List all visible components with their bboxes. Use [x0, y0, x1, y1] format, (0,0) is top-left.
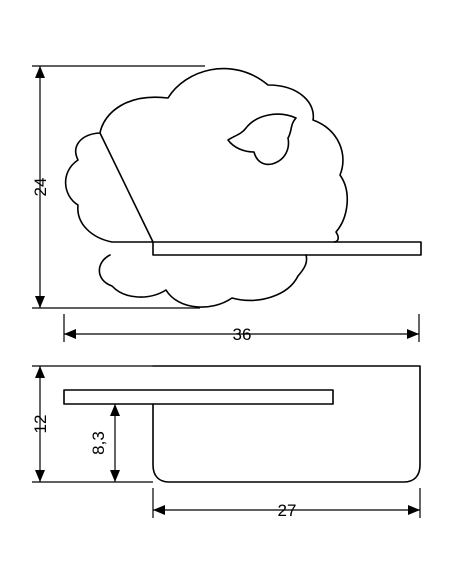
cloud-bottom-outline — [98, 254, 308, 308]
arrow-up-icon — [35, 366, 45, 378]
shelf-height-dimension: 8,3 — [89, 404, 120, 482]
arrow-right-icon — [407, 329, 419, 339]
front-width-label: 36 — [233, 325, 252, 344]
front-shelf — [152, 241, 422, 256]
arrow-left-icon — [64, 329, 76, 339]
arrow-down-icon — [35, 296, 45, 308]
shelf-height-label: 8,3 — [89, 431, 108, 455]
front-height-label: 24 — [31, 178, 50, 197]
arrow-right-icon — [408, 505, 420, 515]
front-width-dimension: 36 — [63, 314, 420, 344]
side-depth-dimension: 27 — [152, 488, 421, 520]
arrow-up-icon — [35, 66, 45, 78]
arrow-down-icon — [110, 470, 120, 482]
side-shelf — [63, 389, 334, 405]
arrow-left-icon — [153, 505, 165, 515]
arrow-down-icon — [35, 470, 45, 482]
side-box-outline — [152, 365, 421, 483]
front-view: 24 36 — [31, 65, 422, 344]
front-height-dimension: 24 — [31, 65, 205, 309]
side-height-label: 12 — [31, 415, 50, 434]
side-depth-label: 27 — [278, 501, 297, 520]
side-view: 12 8,3 27 — [31, 365, 421, 520]
cloud-outline — [64, 67, 349, 243]
sheep-head-icon — [227, 113, 297, 166]
arrow-up-icon — [110, 404, 120, 416]
side-height-dimension: 12 — [31, 365, 153, 483]
